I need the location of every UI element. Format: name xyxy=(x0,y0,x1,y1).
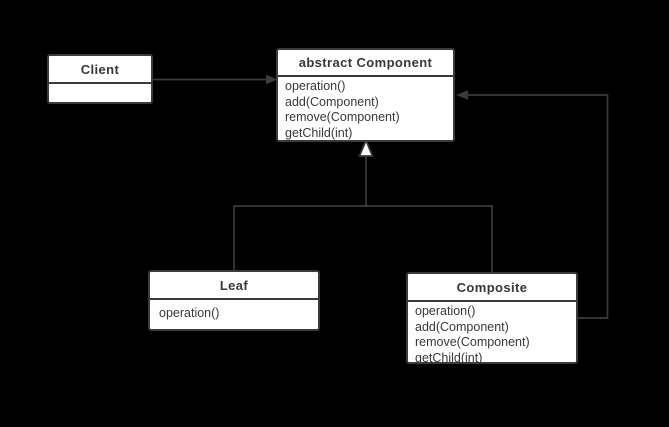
class-title-abstract-component: abstract Component xyxy=(278,50,453,77)
method-component-remove: remove(Component) xyxy=(285,110,400,124)
method-composite-remove: remove(Component) xyxy=(415,335,530,349)
method-composite-getchild: getChild(int) xyxy=(415,350,483,365)
class-title-composite: Composite xyxy=(408,274,576,302)
edge-composite-to-component[interactable] xyxy=(468,94,609,319)
class-title-leaf: Leaf xyxy=(150,272,318,300)
edge-generalization-branches[interactable] xyxy=(233,205,493,272)
class-body-leaf: operation() xyxy=(150,300,318,322)
arrowhead-into-component-right-icon xyxy=(456,90,468,100)
node-client[interactable]: Client xyxy=(47,54,153,104)
node-leaf[interactable]: Leaf operation() xyxy=(148,270,320,331)
method-component-add: add(Component) xyxy=(285,94,379,109)
class-title-client: Client xyxy=(49,56,151,84)
method-composite-operation: operation() xyxy=(415,304,476,318)
method-component-getchild: getChild(int) xyxy=(285,125,353,140)
method-composite-add: add(Component) xyxy=(415,319,509,334)
method-component-operation: operation() xyxy=(285,79,346,93)
node-composite[interactable]: Composite operation() add(Component) rem… xyxy=(406,272,578,366)
class-body-abstract-component: operation() add(Component) remove(Compon… xyxy=(278,77,453,141)
arrowhead-into-component-left-icon xyxy=(266,74,278,85)
method-leaf-operation: operation() xyxy=(159,306,220,320)
node-abstract-component[interactable]: abstract Component operation() add(Compo… xyxy=(276,48,455,142)
class-body-client-empty xyxy=(49,84,151,102)
class-body-composite: operation() add(Component) remove(Compon… xyxy=(408,302,576,366)
generalization-hollow-triangle-icon xyxy=(358,138,374,157)
